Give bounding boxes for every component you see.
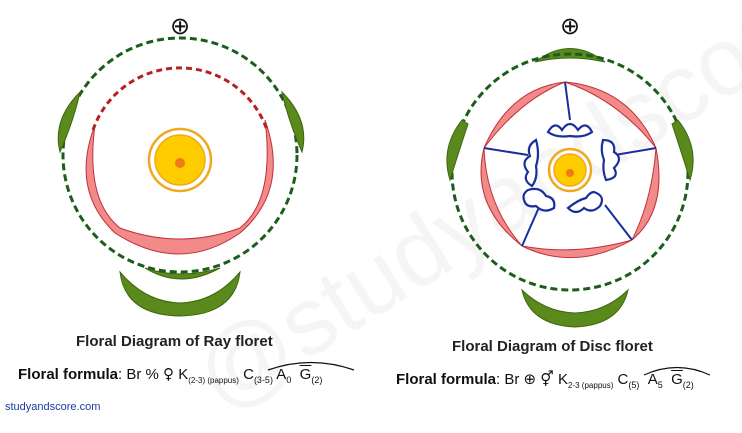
disc-epipetalous-arc [643, 366, 711, 376]
disc-corolla [480, 81, 660, 259]
androecium-count: 5 [657, 380, 663, 390]
disc-anthers [522, 122, 621, 214]
gynoecium-symbol: G [299, 366, 312, 383]
disc-axis-symbol: ⊕ [560, 12, 580, 40]
corolla-count: (3-5) [253, 375, 273, 385]
filament [483, 147, 529, 156]
disc-corolla-lobe [521, 239, 633, 259]
disc-stamen-filaments [483, 81, 657, 247]
ray-bract-right [281, 90, 305, 154]
anther [523, 138, 540, 188]
filament [564, 81, 571, 121]
filament [521, 204, 541, 247]
ray-bract-bottom [119, 270, 241, 317]
ray-corolla [85, 119, 274, 255]
disc-bract-bottom [521, 288, 629, 328]
ray-floral-formula: Floral formula: Br % ♀ K(2-3) (pappus) C… [18, 365, 323, 385]
ray-bract-lower [144, 267, 221, 280]
filament [614, 147, 657, 156]
filament [604, 204, 633, 241]
disc-bract-right [671, 119, 694, 182]
disc-corolla-lobe [631, 147, 660, 241]
formula-label: Floral formula [18, 366, 119, 383]
disc-floral-formula: Floral formula: Br ⊕ ⚥ K2-3 (pappus) C(5… [396, 370, 694, 390]
calyx-count: (2-3) (pappus) [188, 376, 239, 385]
ray-axis-symbol: ⊕ [170, 12, 190, 40]
androecium-symbol: A [276, 366, 287, 383]
zygomorphic-symbol: % [145, 366, 159, 383]
gynoecium-symbol: G [671, 371, 683, 388]
bract-symbol: Br [504, 371, 520, 388]
disc-corolla-lobe [483, 81, 566, 149]
gynoecium-count: (2) [311, 375, 323, 385]
anther [600, 138, 621, 182]
ray-epipetalous-arc [267, 361, 355, 371]
ray-calyx-dashed-circle [61, 36, 299, 274]
disc-diagram-title: Floral Diagram of Disc floret [452, 338, 653, 355]
corolla-count: (5) [628, 380, 640, 390]
gynoecium-count: (2) [682, 380, 694, 390]
ray-bract-left [57, 90, 81, 154]
anther [546, 122, 594, 138]
disc-bract-left [446, 119, 469, 182]
disc-corolla-lobe [564, 81, 657, 149]
female-symbol: ♀ [163, 365, 175, 383]
ray-ovule [175, 158, 185, 168]
formula-label: Floral formula [396, 371, 497, 388]
anther [522, 187, 556, 212]
ray-inner-dashed-arc [91, 66, 269, 131]
disc-floret-diagram: ⊕ [446, 12, 694, 328]
androecium-symbol: A [647, 371, 658, 388]
disc-ovule [566, 169, 574, 177]
bract-symbol: Br [126, 366, 142, 383]
actinomorphic-symbol: ⊕ [523, 370, 537, 388]
anther [566, 190, 604, 214]
corolla-symbol: C [243, 366, 254, 383]
androecium-count: 0 [286, 375, 292, 385]
corolla-symbol: C [617, 371, 629, 388]
calyx-symbol: K [558, 371, 569, 388]
disc-corolla-lobe [480, 147, 523, 247]
site-credit: studyandscore.com [5, 401, 101, 413]
calyx-symbol: K [178, 366, 189, 383]
calyx-count: 2-3 (pappus) [568, 381, 614, 390]
ray-floret-diagram: ⊕ [57, 12, 305, 317]
ray-diagram-title: Floral Diagram of Ray floret [76, 333, 273, 350]
floral-diagrams: ⊕ ⊕ [57, 12, 694, 328]
bisexual-symbol: ⚥ [540, 370, 554, 388]
